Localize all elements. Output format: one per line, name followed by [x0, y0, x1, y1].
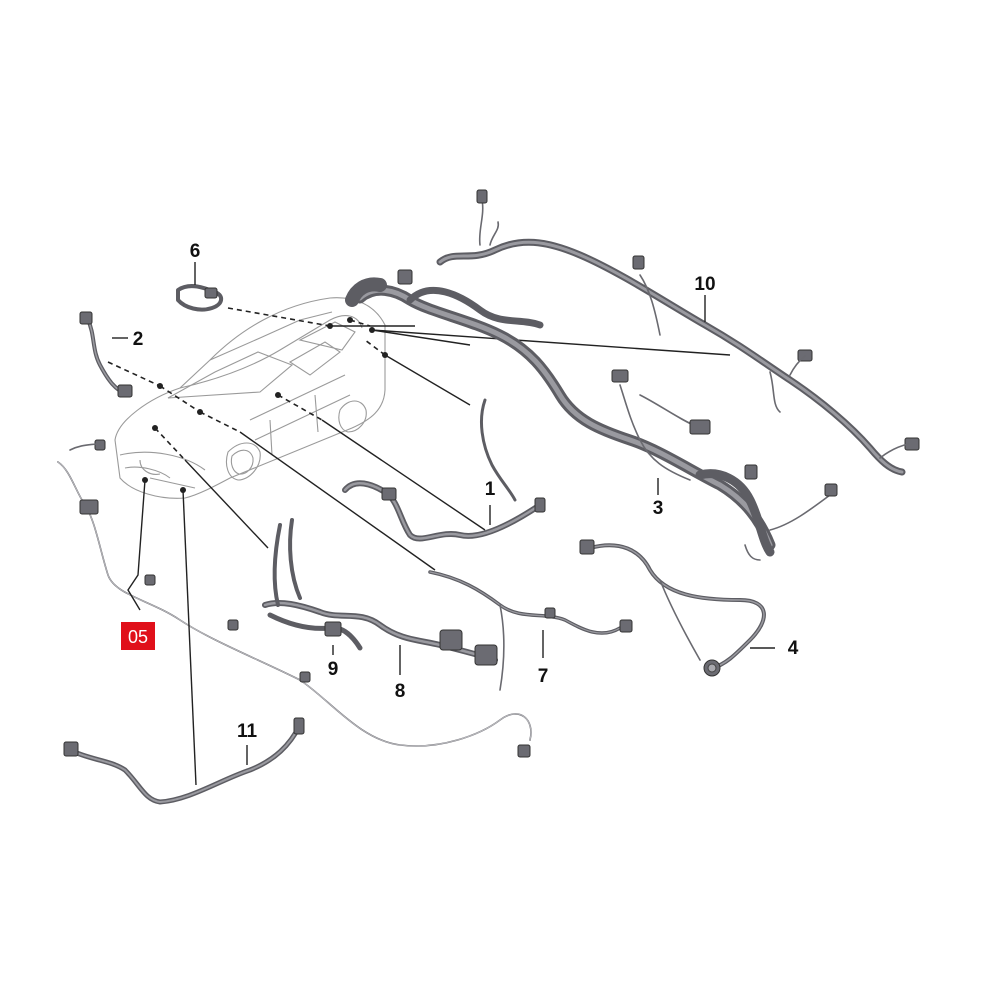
location-leaders	[107, 307, 731, 571]
part-8-9-harness	[262, 518, 498, 666]
part-2-harness	[79, 311, 133, 398]
callout-8: 8	[395, 681, 406, 702]
part-4-harness	[579, 539, 766, 677]
callout-4: 4	[788, 638, 799, 659]
part-10-harness	[436, 189, 920, 476]
callout-7: 7	[538, 666, 549, 687]
part-1-harness	[342, 398, 546, 542]
callout-6: 6	[190, 241, 201, 262]
part-7-harness	[428, 570, 633, 691]
callout-2: 2	[133, 329, 144, 350]
callout-11: 11	[237, 721, 258, 742]
part-6-part	[176, 284, 224, 312]
callout-9: 9	[328, 659, 339, 680]
highlight-box	[121, 622, 155, 650]
callout-leaders	[112, 262, 775, 786]
callout-labels: 6 2 10 1 3 4 7 8 9 11 05	[121, 241, 799, 742]
callout-10: 10	[694, 274, 715, 295]
callout-1: 1	[485, 479, 496, 500]
part-3-harness	[345, 269, 838, 561]
part-05-wire	[57, 439, 532, 758]
car-outline	[114, 297, 386, 499]
callout-3: 3	[653, 498, 664, 519]
part-11-harness	[63, 717, 305, 805]
callout-05-highlighted: 05	[128, 627, 148, 647]
